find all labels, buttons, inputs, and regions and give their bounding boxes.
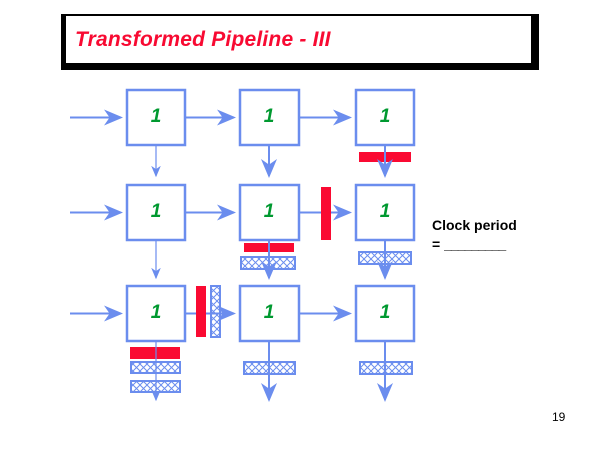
latch-hatched-bar-r3-between-b1-b2: [210, 285, 221, 338]
node-label-r3c1: 1: [151, 302, 162, 323]
pe-box-r2c2: [238, 183, 301, 242]
node-label-r1c1: 1: [151, 106, 162, 127]
vertical-wires: [151, 145, 393, 402]
clock-period-label: Clock period: [432, 217, 517, 233]
node-label-r2c1: 1: [151, 201, 162, 222]
slide-title: Transformed Pipeline - III: [75, 27, 331, 51]
register-red-bar-r3-between-b1-b2: [196, 286, 206, 337]
page-number: 19: [552, 410, 566, 424]
node-label-r1c3: 1: [380, 106, 391, 127]
equals-sign: =: [432, 236, 441, 252]
pe-box-r1c1: [125, 88, 187, 147]
node-label-r3c3: 1: [380, 302, 391, 323]
pe-box-r3c3: [354, 284, 416, 343]
node-label-r1c2: 1: [264, 106, 275, 127]
title-box: Transformed Pipeline - III: [61, 14, 539, 70]
register-red-bar-r2-between-b2-b3: [321, 187, 331, 240]
node-label-r2c2: 1: [264, 201, 275, 222]
clock-period-note: Clock period = _________: [432, 216, 517, 254]
pe-box-r2c1: [125, 183, 187, 242]
pe-box-r3c2: [238, 284, 301, 343]
register-red-bar-below-r3-b1: [130, 347, 180, 359]
node-label-r2c3: 1: [380, 201, 391, 222]
pe-box-r3c1: [125, 284, 187, 343]
pe-box-r1c2: [238, 88, 301, 147]
clock-period-equation: = _________: [432, 235, 517, 254]
pe-box-r2c3: [354, 183, 416, 242]
horizontal-wires: [70, 109, 352, 322]
pe-box-r1c3: [354, 88, 416, 147]
answer-blank-line: _________: [444, 236, 506, 252]
node-label-r3c2: 1: [264, 302, 275, 323]
